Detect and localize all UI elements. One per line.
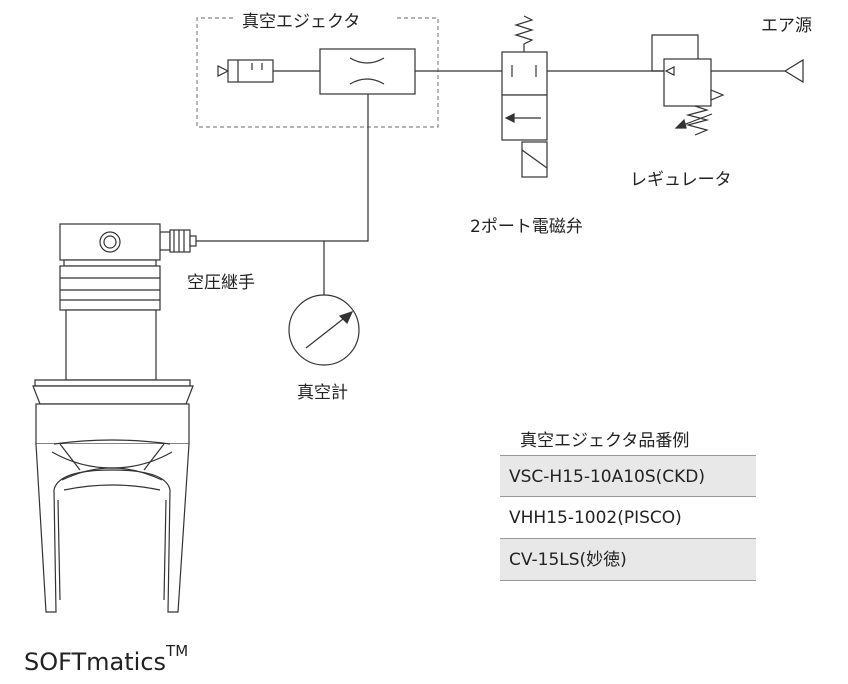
parts-table: VSC-H15-10A10S(CKD) VHH15-1002(PISCO) CV…	[500, 455, 756, 581]
silencer-icon	[217, 59, 274, 83]
brand-name: SOFTmaticsTM	[24, 642, 188, 676]
gauge-label: 真空計	[297, 383, 348, 403]
vacuum-gauge-icon	[288, 294, 360, 366]
trademark-mark: TM	[166, 642, 189, 660]
vacuum-line	[195, 94, 369, 242]
ejector-nozzle-icon	[319, 48, 416, 95]
air-source-icon	[783, 58, 804, 84]
regulator-label: レギュレータ	[630, 170, 732, 190]
parts-row: CV-15LS(妙徳)	[500, 539, 756, 581]
ejector-group-boundary	[196, 17, 439, 128]
parts-title: 真空エジェクタ品番例	[520, 431, 690, 451]
pneumatic-fitting-icon	[159, 229, 197, 253]
parts-row: VHH15-1002(PISCO)	[500, 497, 756, 539]
brand-text: SOFTmatics	[24, 648, 167, 676]
ejector-group-label: 真空エジェクタ	[242, 12, 361, 32]
solenoid-valve-icon	[501, 15, 548, 178]
air-source-label: エア源	[761, 16, 812, 36]
fitting-label: 空圧継手	[187, 273, 255, 293]
valve-label: 2ポート電磁弁	[470, 217, 583, 237]
soft-gripper-icon	[32, 223, 194, 613]
regulator-icon	[651, 34, 725, 136]
parts-row: VSC-H15-10A10S(CKD)	[500, 455, 756, 497]
